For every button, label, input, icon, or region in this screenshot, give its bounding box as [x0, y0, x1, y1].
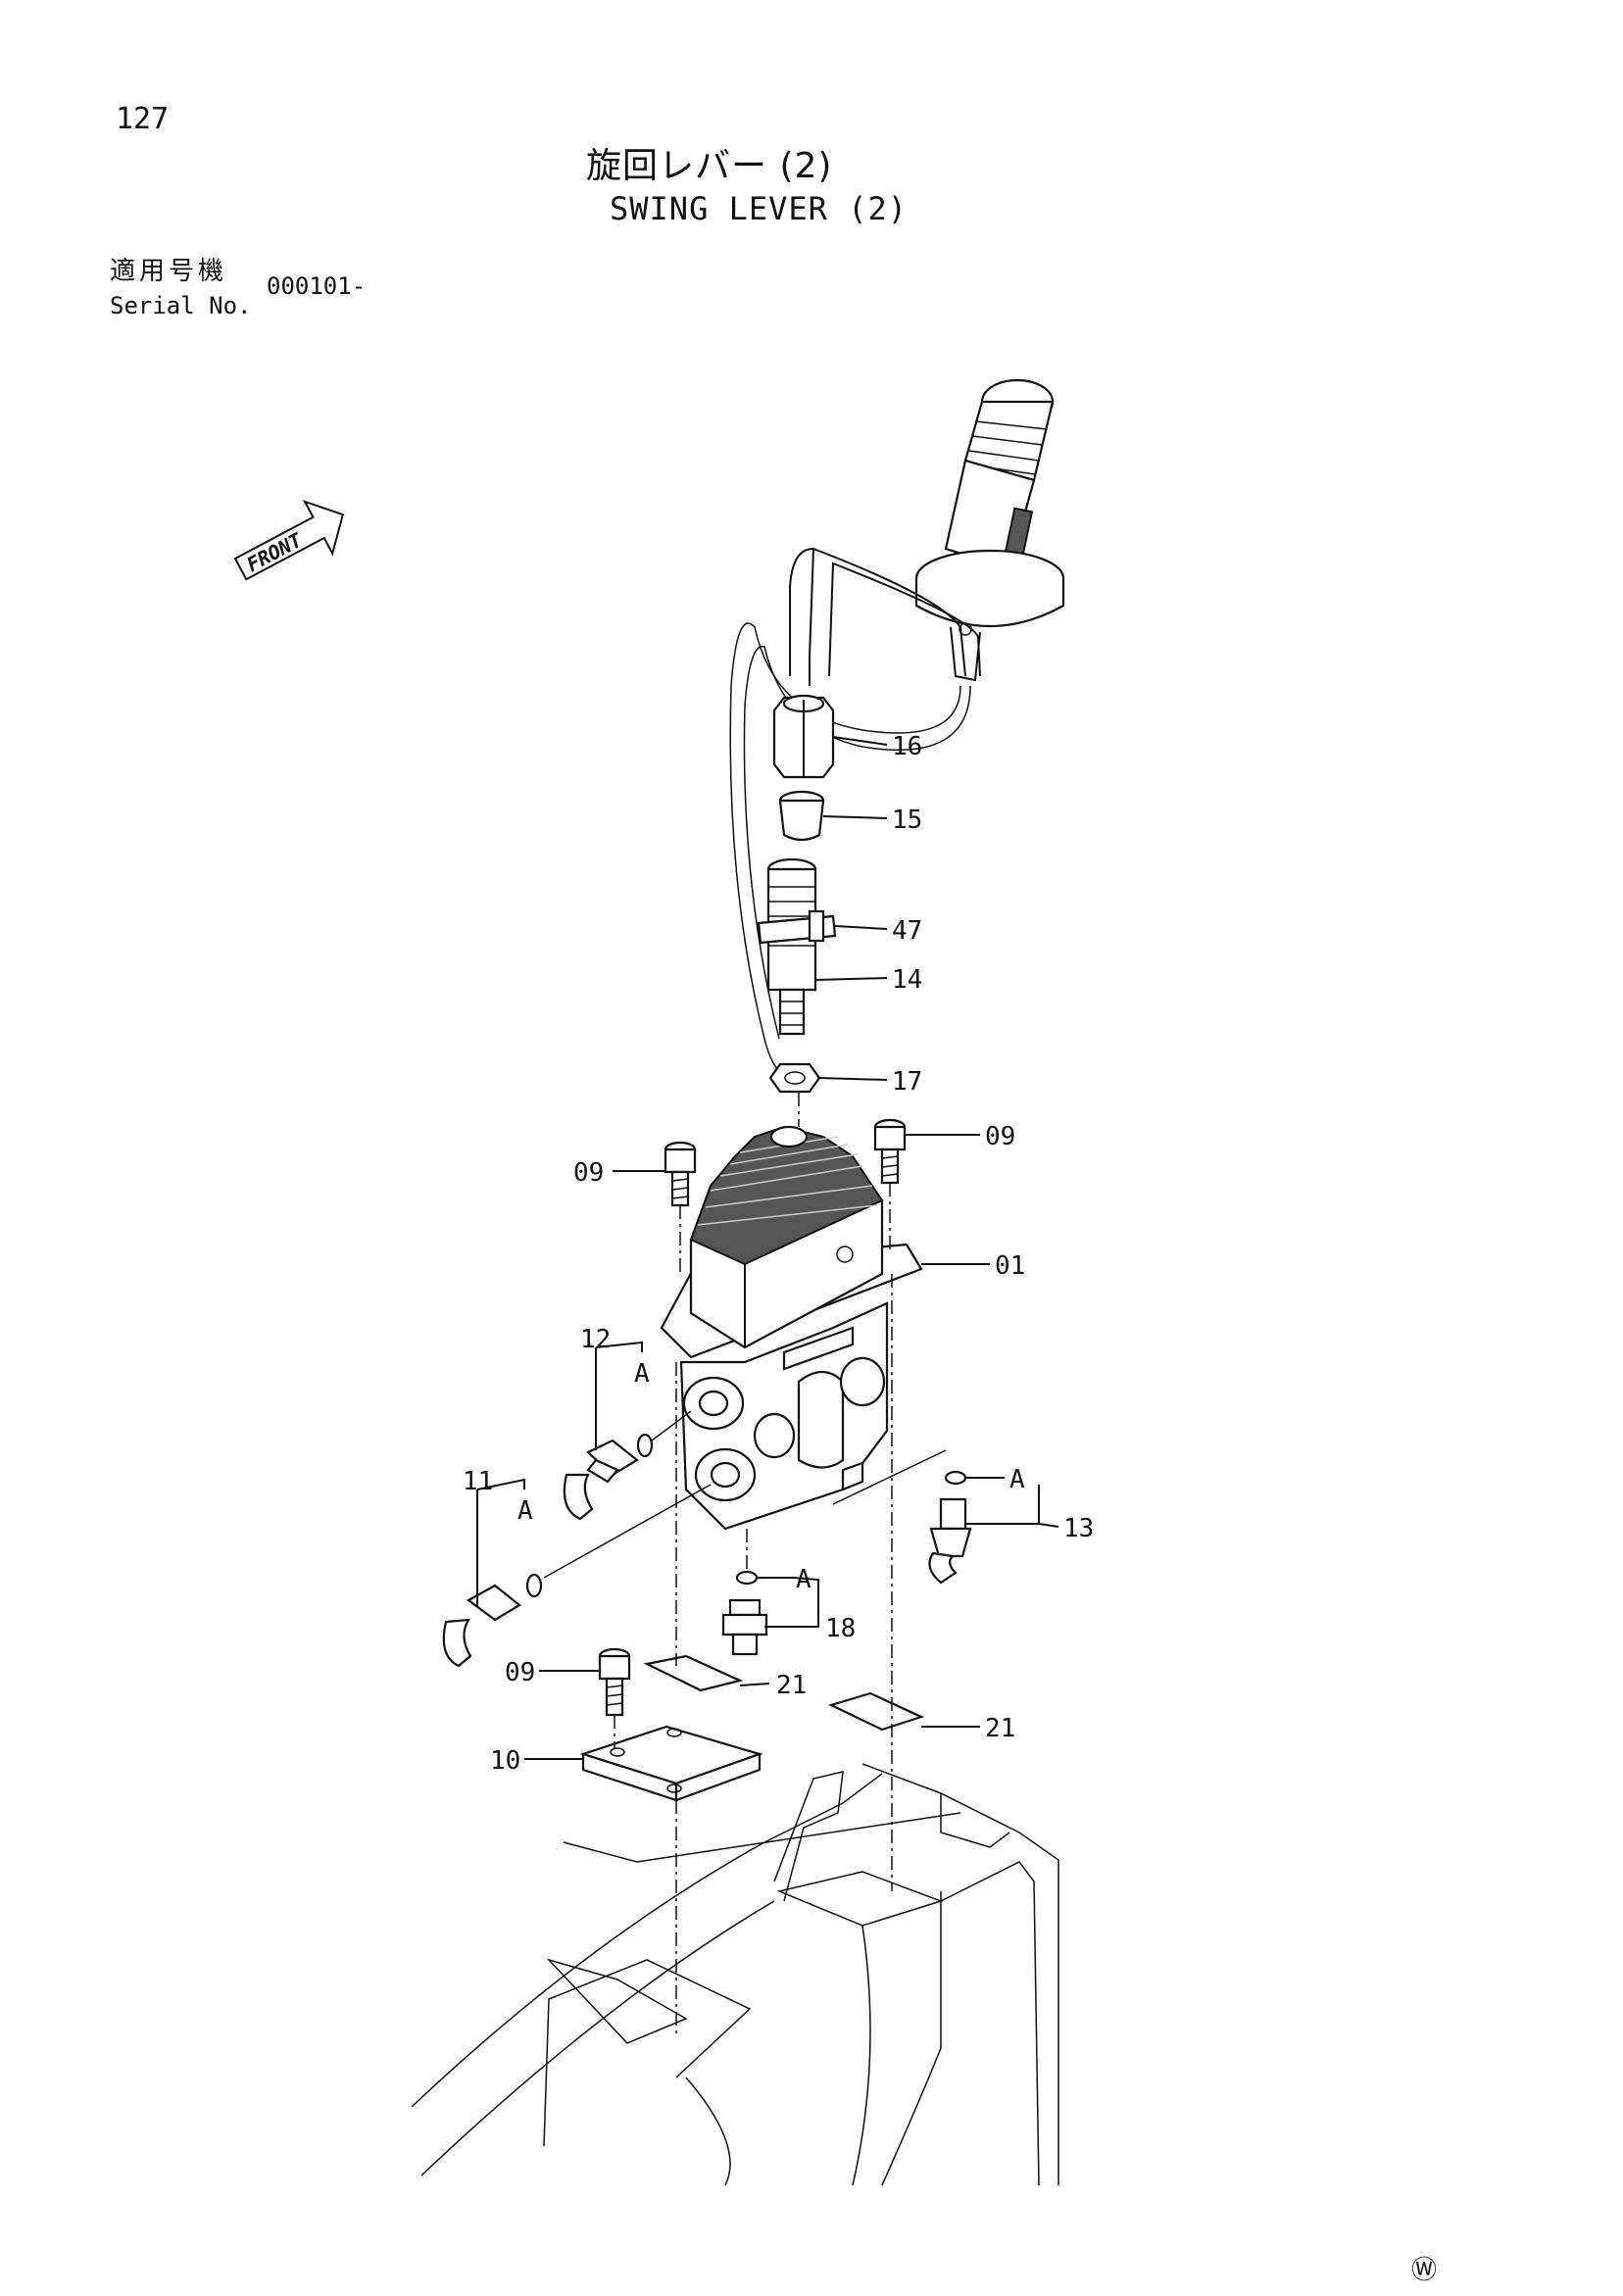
page-number: 127 — [116, 102, 170, 136]
callout-47: 47 — [892, 916, 922, 946]
callout-17: 17 — [892, 1067, 922, 1097]
callout-11: 11 — [463, 1467, 493, 1496]
callout-10: 10 — [490, 1746, 520, 1776]
part-09-bolt-right — [873, 1118, 907, 1185]
serial-label-english: Serial No. — [110, 292, 252, 319]
serial-label-japanese: 適用号機 — [110, 257, 228, 286]
callout-a-12: A — [634, 1359, 650, 1389]
part-47-clamp — [757, 909, 837, 945]
o-ring-11 — [525, 1573, 543, 1598]
callout-09-right: 09 — [985, 1122, 1015, 1151]
callout-12: 12 — [580, 1325, 611, 1354]
footer-mark: Ⓦ — [1411, 2256, 1438, 2285]
title-english: SWING LEVER (2) — [610, 190, 908, 227]
part-15-sleeve — [778, 790, 825, 842]
part-12-elbow — [563, 1439, 639, 1521]
leader-lines — [476, 736, 1059, 1760]
part-16-nut — [772, 694, 835, 779]
callout-21-left: 21 — [776, 1671, 807, 1700]
callout-16: 16 — [892, 732, 922, 761]
part-21-plate-left — [643, 1654, 744, 1692]
title-japanese: 旋回レバー (2) — [586, 146, 833, 186]
callout-14: 14 — [892, 965, 922, 995]
o-ring-12 — [636, 1433, 654, 1458]
part-13-elbow — [928, 1497, 972, 1585]
callout-a-18: A — [796, 1565, 812, 1594]
front-label: FRONT — [243, 527, 307, 576]
mounting-frame — [411, 1763, 1059, 2186]
callout-18: 18 — [825, 1614, 856, 1643]
callout-09-lower: 09 — [505, 1658, 535, 1687]
callout-15: 15 — [892, 806, 922, 835]
part-10-plate — [579, 1725, 763, 1802]
front-arrow-icon: FRONT — [233, 500, 345, 581]
callout-09-left: 09 — [573, 1158, 604, 1188]
part-17-nut — [768, 1062, 821, 1094]
callout-21-right: 21 — [985, 1714, 1015, 1743]
callout-a-11: A — [517, 1496, 533, 1526]
callout-a-13: A — [1009, 1465, 1025, 1494]
serial-number-value: 000101- — [267, 272, 367, 300]
lever-handle-assembly — [729, 378, 1065, 1079]
part-01-pilot-valve — [660, 1125, 923, 1531]
part-11-elbow — [442, 1584, 521, 1668]
o-ring-13 — [944, 1470, 967, 1486]
o-ring-18 — [735, 1570, 759, 1586]
callout-01: 01 — [995, 1251, 1025, 1281]
part-14-hose-fitting — [766, 857, 817, 1036]
assembly-guide-lines — [543, 1093, 947, 2038]
part-21-plate-right — [827, 1691, 925, 1732]
part-09-bolt-lower — [598, 1647, 631, 1717]
part-09-bolt-left — [664, 1141, 697, 1207]
part-18-fitting — [721, 1598, 768, 1656]
callout-13: 13 — [1063, 1514, 1094, 1543]
